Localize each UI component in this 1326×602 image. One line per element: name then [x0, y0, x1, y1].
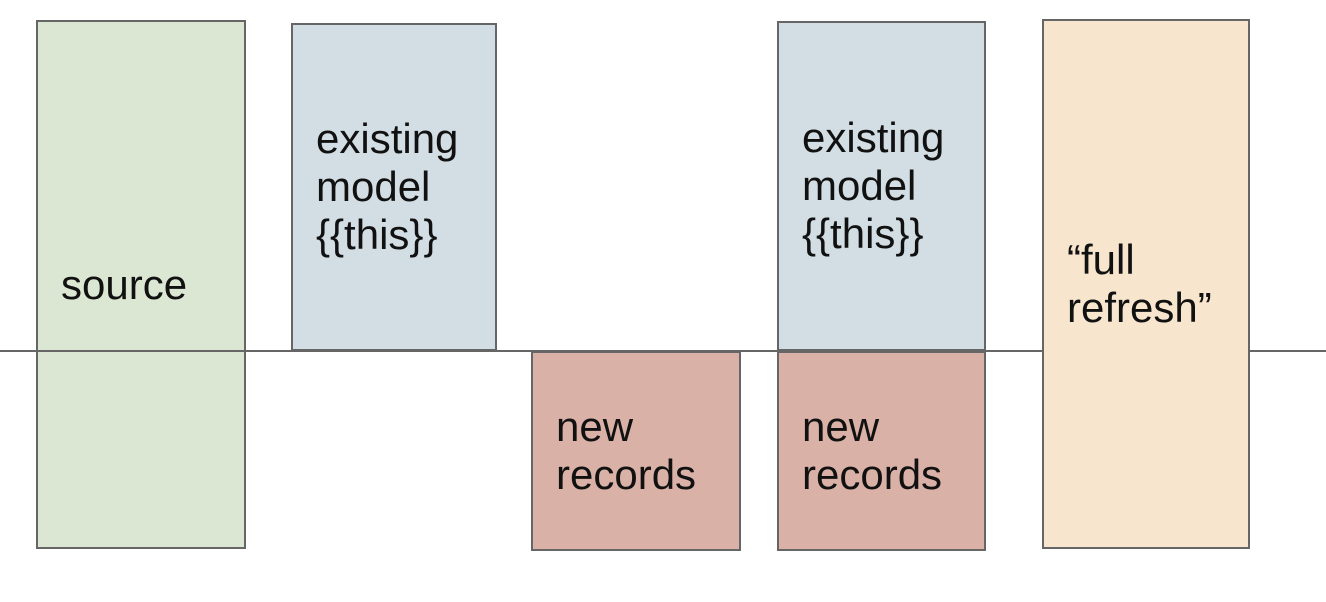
full-refresh-box: “full refresh”: [1042, 19, 1250, 549]
new-records-box-1-label: new records: [556, 403, 697, 498]
new-records-box-2-label: new records: [802, 403, 943, 498]
existing-model-box-1: existing model {{this}}: [291, 23, 497, 351]
full-refresh-box-label: “full refresh”: [1067, 236, 1212, 331]
existing-model-box-2: existing model {{this}}: [777, 21, 986, 351]
new-records-box-2: new records: [777, 351, 986, 551]
source-box-label: source: [61, 260, 188, 308]
new-records-box-1: new records: [531, 351, 741, 551]
source-box: source: [36, 20, 246, 549]
existing-model-box-2-label: existing model {{this}}: [802, 114, 945, 257]
existing-model-box-1-label: existing model {{this}}: [316, 115, 459, 258]
